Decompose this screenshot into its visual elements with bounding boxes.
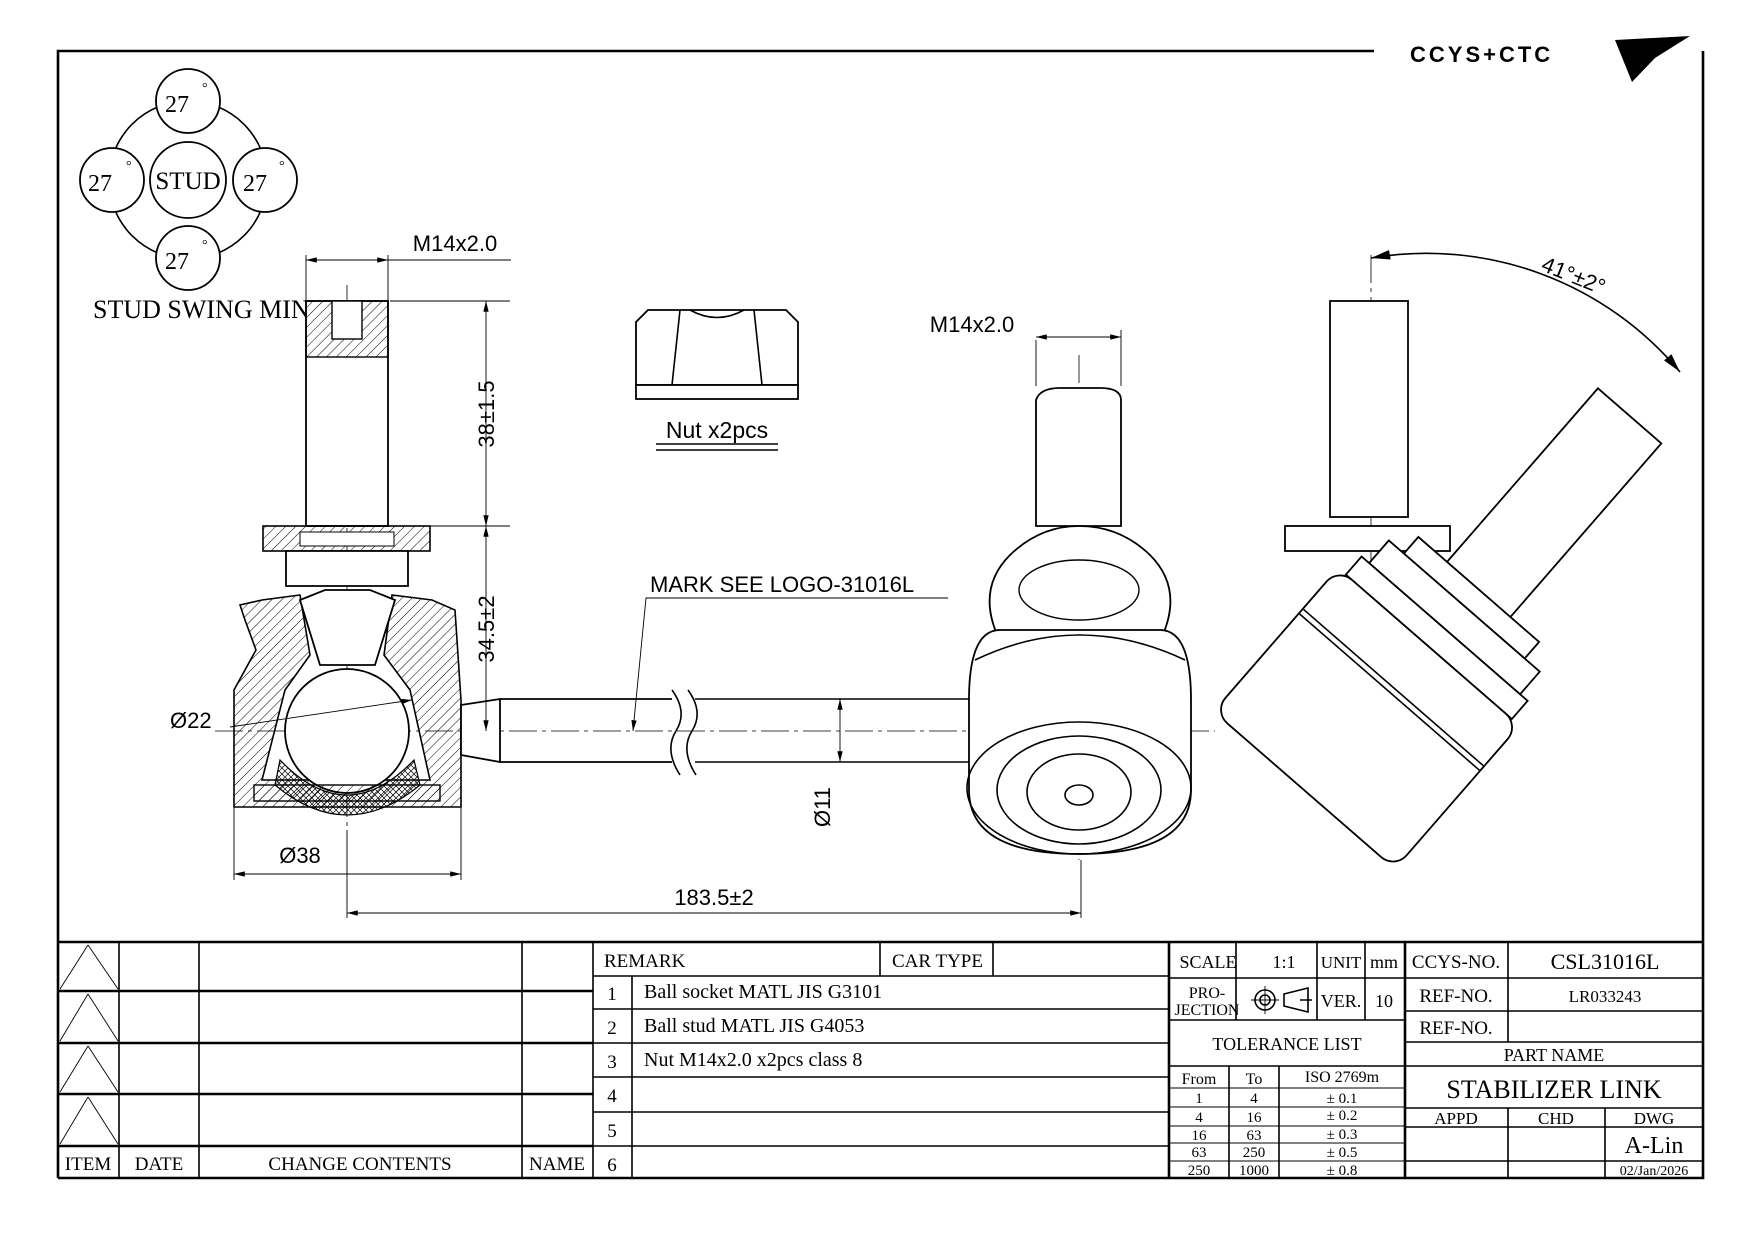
remark-no: 6 — [607, 1155, 617, 1176]
header-name: NAME — [529, 1154, 585, 1175]
part-name-label: PART NAME — [1504, 1045, 1604, 1065]
stud-label: STUD — [155, 168, 220, 195]
tol-to: 63 — [1247, 1128, 1262, 1144]
thread-left-dimension: M14x2.0 — [413, 231, 497, 256]
swing-angle-dimension: 41°±2° — [1538, 251, 1609, 299]
tol-value: ± 0.1 — [1327, 1091, 1358, 1107]
swing-angle-bottom: 27 — [165, 249, 189, 275]
logo-text: CCYS+CTC — [1410, 42, 1553, 67]
unit-value: mm — [1370, 952, 1398, 972]
tol-value: ± 0.8 — [1327, 1163, 1358, 1179]
ccys-ctc-logo: CCYS+CTC — [1410, 36, 1690, 82]
swing-angle-left: 27 — [88, 171, 112, 197]
tolerance-rows: 1 4 ± 0.1 4 16 ± 0.2 16 63 ± 0.3 63 250 … — [1188, 1091, 1358, 1179]
header-date: DATE — [135, 1154, 184, 1175]
tol-to: 1000 — [1239, 1163, 1269, 1179]
tol-from: 4 — [1195, 1110, 1203, 1126]
tol-value: ± 0.3 — [1327, 1127, 1358, 1143]
car-type-label: CAR TYPE — [892, 951, 983, 972]
degree-mark: ° — [202, 238, 208, 253]
swing-angle-top: 27 — [165, 92, 189, 118]
tol-from: 250 — [1188, 1163, 1211, 1179]
third-angle-projection-icon — [1251, 986, 1312, 1014]
remark-no: 5 — [607, 1121, 617, 1142]
part-info-block: CCYS-NO. CSL31016L REF-NO. LR033243 REF-… — [1405, 942, 1703, 1179]
revision-triangle-icon — [59, 944, 119, 1145]
thread-right-dimension: M14x2.0 — [930, 312, 1014, 337]
stud-swing-diagram: STUD 27 27 27 27 ° ° ° ° STUD SWING MIN — [79, 68, 310, 324]
tol-value: ± 0.5 — [1327, 1145, 1358, 1161]
drawn-by: A-Lin — [1625, 1133, 1684, 1159]
tol-from: 1 — [1195, 1091, 1203, 1107]
remark-no: 4 — [607, 1086, 617, 1107]
tolerance-title: TOLERANCE LIST — [1212, 1034, 1361, 1054]
appd-label: APPD — [1434, 1109, 1477, 1128]
ccys-no-value: CSL31016L — [1551, 949, 1660, 974]
scale-tolerance-block: SCALE 1:1 UNIT mm PRO- JECTION VER. 10 T… — [1167, 942, 1407, 1179]
socket-diameter-dimension: Ø38 — [279, 843, 321, 868]
projection-label: JECTION — [1175, 1002, 1240, 1019]
tolerance-from-header: From — [1182, 1071, 1217, 1088]
degree-mark: ° — [202, 81, 208, 96]
remark-no: 1 — [607, 984, 617, 1005]
dwg-label: DWG — [1634, 1109, 1675, 1128]
ref-no2-label: REF-NO. — [1419, 1018, 1492, 1039]
nut-label: Nut x2pcs — [666, 417, 768, 443]
tol-from: 16 — [1192, 1128, 1208, 1144]
ball-diameter-dimension: Ø22 — [170, 708, 212, 733]
mark-logo-note: MARK SEE LOGO-31016L — [650, 572, 914, 597]
remarks-table: REMARK CAR TYPE 1 Ball socket MATL JIS G… — [593, 942, 1169, 1178]
remark-text: Ball socket MATL JIS G3101 — [644, 981, 882, 1003]
scale-value: 1:1 — [1272, 952, 1295, 972]
tol-to: 250 — [1243, 1145, 1266, 1161]
link-end-view — [966, 355, 1192, 860]
remark-no: 2 — [607, 1018, 617, 1039]
ref-no-value: LR033243 — [1569, 987, 1642, 1006]
unit-label: UNIT — [1321, 953, 1362, 972]
chd-label: CHD — [1538, 1109, 1574, 1128]
tol-value: ± 0.2 — [1327, 1108, 1358, 1124]
projection-label: PRO- — [1189, 985, 1225, 1002]
rod-diameter-dimension: Ø11 — [810, 787, 835, 827]
height-dimension: 34.5±2 — [474, 595, 499, 662]
swing-angle-right: 27 — [243, 171, 267, 197]
swing-angle-view: 41°±2° — [1220, 250, 1681, 863]
center-length-dimension: 183.5±2 — [674, 885, 753, 910]
nut-drawing: Nut x2pcs — [635, 309, 799, 451]
ball-joint-section-view — [233, 285, 969, 830]
ref-no-label: REF-NO. — [1419, 986, 1492, 1007]
remark-text: Ball stud MATL JIS G4053 — [644, 1015, 864, 1037]
degree-mark: ° — [126, 159, 132, 174]
dimensions: M14x2.0 38±1.5 34.5±2 Ø22 Ø38 183.5±2 Ø1… — [170, 231, 1122, 918]
swing-title: STUD SWING MIN — [93, 295, 310, 324]
header-item: ITEM — [65, 1154, 112, 1175]
tolerance-to-header: To — [1246, 1071, 1263, 1088]
tol-from: 63 — [1192, 1145, 1207, 1161]
scale-label: SCALE — [1179, 952, 1236, 972]
remark-text: Nut M14x2.0 x2pcs class 8 — [644, 1049, 862, 1071]
header-change-contents: CHANGE CONTENTS — [268, 1154, 451, 1175]
drawing-date: 02/Jan/2026 — [1620, 1164, 1688, 1179]
remark-header: REMARK — [604, 951, 686, 972]
ccys-no-label: CCYS-NO. — [1412, 952, 1500, 973]
part-name-value: STABILIZER LINK — [1446, 1075, 1661, 1104]
revision-table: ITEM DATE CHANGE CONTENTS NAME — [58, 942, 594, 1178]
title-block: ITEM DATE CHANGE CONTENTS NAME REMARK CA… — [58, 940, 1703, 1179]
drawing-frame — [56, 49, 1705, 1180]
tolerance-standard-header: ISO 2769m — [1305, 1069, 1380, 1086]
tol-to: 16 — [1247, 1110, 1263, 1126]
remark-no: 3 — [607, 1052, 617, 1073]
degree-mark: ° — [279, 159, 285, 174]
tol-to: 4 — [1250, 1091, 1258, 1107]
version-value: 10 — [1375, 991, 1393, 1011]
version-label: VER. — [1321, 991, 1362, 1011]
stud-length-dimension: 38±1.5 — [474, 380, 499, 447]
